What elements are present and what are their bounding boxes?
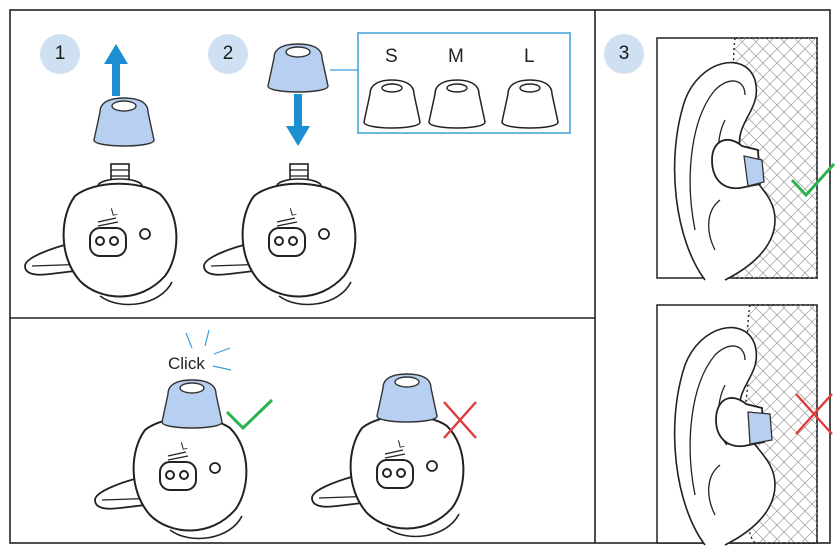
ear-tip xyxy=(94,98,154,146)
size-label-s: S xyxy=(385,46,398,68)
ear-tip xyxy=(268,44,328,92)
ear-tip-loose xyxy=(377,374,437,422)
step-number-1: 1 xyxy=(40,34,80,74)
step-number-3: 3 xyxy=(604,34,644,74)
ear-tip-attached xyxy=(162,380,222,428)
click-label: Click xyxy=(168,354,205,374)
size-label-m: M xyxy=(448,46,464,68)
step-number-2: 2 xyxy=(208,34,248,74)
size-label-l: L xyxy=(524,46,535,68)
